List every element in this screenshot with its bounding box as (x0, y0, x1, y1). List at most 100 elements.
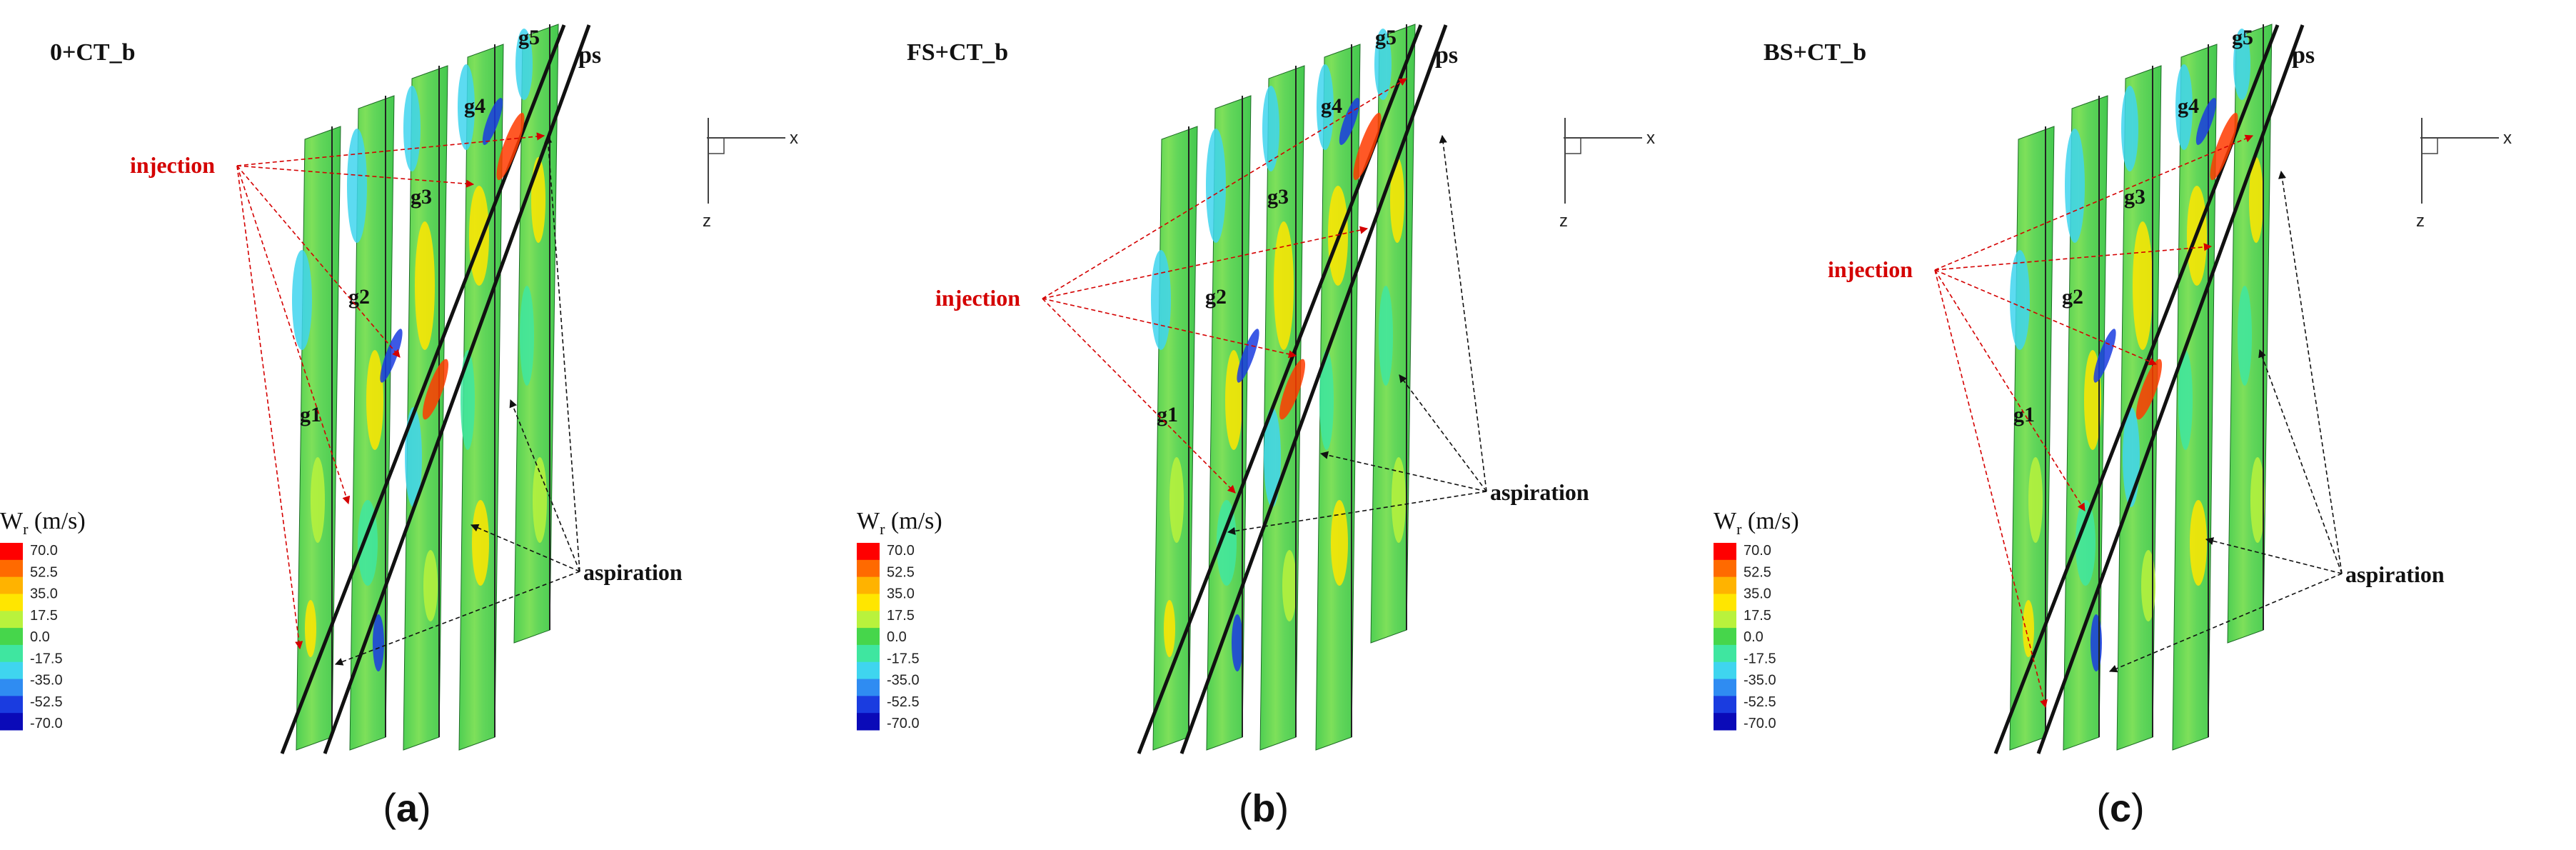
axis-triad: xz (1559, 118, 1655, 231)
low-velocity-streak (1237, 329, 1259, 383)
contour-slice-5 (2227, 24, 2273, 644)
contour-patch (373, 614, 384, 671)
contour-patch (423, 550, 438, 621)
high-velocity-streak (1279, 359, 1306, 420)
high-velocity-streak (2135, 359, 2163, 420)
colorbar-swatch (0, 576, 23, 594)
injection-arrow (1934, 134, 2254, 271)
colorbar-tick: 0.0 (1744, 629, 1764, 645)
colorbar-swatch (857, 576, 880, 594)
colorbar-tick: 17.5 (30, 608, 58, 624)
contour-patch (2133, 221, 2153, 350)
colorbar-tick: 17.5 (887, 608, 915, 624)
axis-corner (708, 137, 725, 154)
contour-slice-2 (347, 95, 395, 751)
contour-patch (347, 129, 367, 243)
legend-title: Wr (m/s) (857, 508, 942, 538)
contour-patch (405, 407, 422, 507)
gap-label-g2: g2 (1205, 285, 1227, 309)
pressure-side-label: ps (1435, 42, 1458, 69)
colorbar-tick: 70.0 (887, 543, 915, 559)
contour-slice-1 (1151, 126, 1198, 751)
colorbar-swatch (0, 679, 23, 696)
injection-arrow (1934, 269, 2048, 709)
panel-caption: (b) (1239, 785, 1289, 830)
axis-corner (1564, 137, 1581, 154)
contour-patch (2190, 500, 2207, 586)
gap-label-g1: g1 (2013, 403, 2035, 426)
colorbar-tick: 0.0 (30, 629, 50, 645)
low-velocity-streak (380, 329, 403, 383)
gap-label-g5: g5 (2232, 26, 2253, 49)
injection-arrow (1934, 243, 2213, 271)
colorbar-swatch (1714, 628, 1736, 646)
aspiration-arrow (544, 134, 580, 572)
high-velocity-streak (2210, 112, 2238, 181)
injection-arrow (1934, 269, 2158, 366)
contour-slice-2 (1206, 95, 1252, 751)
aspiration-arrow (2205, 537, 2343, 574)
contour-slice-4 (2172, 44, 2218, 751)
x-axis-label: x (790, 129, 798, 148)
colorbar-swatch (857, 713, 880, 731)
aspiration-arrow (2258, 349, 2343, 574)
colorbar-swatch (1714, 559, 1736, 578)
contour-patch (1392, 457, 1406, 543)
colorbar-swatch (857, 679, 880, 696)
gap-label-g1: g1 (1157, 403, 1178, 426)
injection-arrow (236, 165, 401, 358)
high-velocity-streak (496, 112, 525, 181)
colorbar-swatch (0, 559, 23, 578)
colorbar-swatch (857, 644, 880, 663)
colorbar-swatch (1714, 679, 1736, 696)
pressure-side-label: ps (2292, 42, 2315, 69)
low-velocity-streak (2195, 97, 2217, 146)
contour-patch (311, 457, 325, 543)
contour-patch (2233, 29, 2250, 100)
low-velocity-streak (2093, 329, 2116, 383)
colorbar-tick: -17.5 (30, 651, 63, 666)
contour-patch (1390, 157, 1404, 243)
colorbar-swatch (1714, 594, 1736, 611)
contour-patch (1319, 350, 1334, 450)
colorbar-swatch (0, 611, 23, 629)
colorbar-swatch (1714, 713, 1736, 731)
contour-patch (472, 500, 489, 586)
gap-label-g5: g5 (1375, 26, 1397, 49)
colorbar-tick: -35.0 (30, 673, 63, 689)
axis-corner (2421, 137, 2438, 154)
colorbar-swatch (857, 628, 880, 646)
contour-slice-5 (1370, 24, 1416, 644)
contour-patch (515, 29, 533, 100)
contour-patch (2249, 157, 2263, 243)
colorbar-swatch (0, 713, 23, 731)
injection-arrow (236, 132, 545, 166)
colorbar-swatch (857, 661, 880, 680)
contour-patch (533, 457, 547, 543)
colorbar-swatch (0, 594, 23, 611)
aspiration-label: aspiration (583, 559, 683, 585)
aspiration-label: aspiration (2345, 561, 2445, 587)
colorbar-swatch (0, 644, 23, 663)
contour-slice-1 (292, 126, 341, 751)
colorbar-tick: 52.5 (1744, 564, 1771, 580)
aspiration-arrow (2278, 170, 2343, 574)
gap-label-g3: g3 (1267, 185, 1289, 209)
aspiration-arrow (1399, 374, 1487, 492)
contour-patch (2028, 457, 2043, 543)
contour-patch (2076, 500, 2095, 586)
colorbar-tick: -52.5 (30, 694, 63, 710)
contour-slice-5 (513, 24, 559, 644)
colorbar-swatch (1714, 661, 1736, 680)
contour-patch (1331, 500, 1348, 586)
gap-label-g3: g3 (411, 185, 432, 209)
x-axis-label: x (2503, 129, 2512, 148)
injection-label: injection (935, 285, 1020, 311)
colorbar-tick: 35.0 (887, 586, 915, 602)
colorbar-swatch (857, 696, 880, 714)
contour-patch (1169, 457, 1184, 543)
high-velocity-streak (422, 359, 449, 420)
colorbar-swatch (0, 543, 23, 561)
